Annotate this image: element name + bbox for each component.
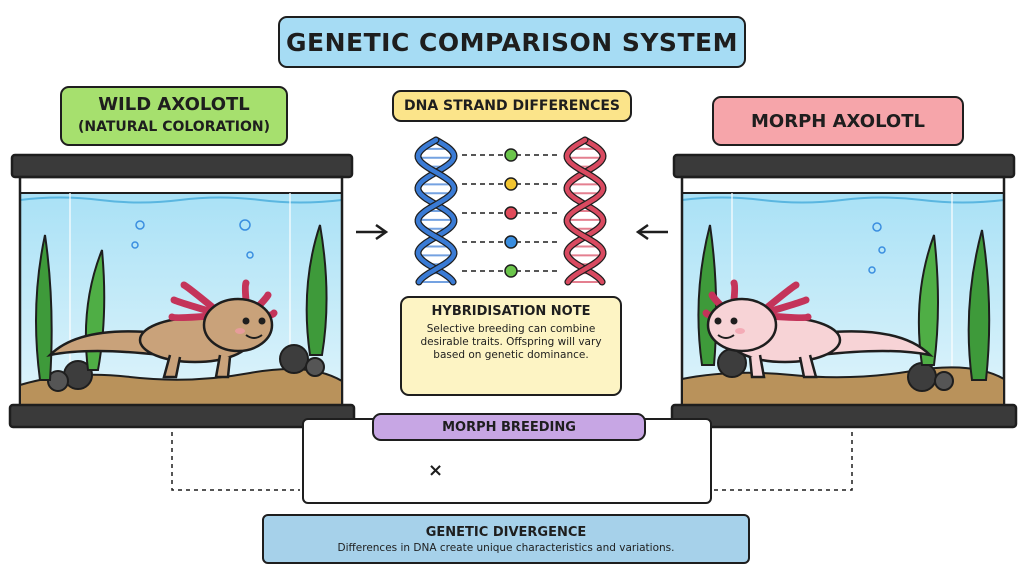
arrow-left-icon [635, 223, 668, 241]
axolotl-eye [714, 317, 722, 325]
dna-marker-dot [504, 235, 518, 249]
axolotl-leg [748, 354, 766, 379]
bubble [246, 251, 254, 259]
water-surface [681, 196, 1005, 204]
bubble [868, 266, 876, 274]
hybridisation-note-body: Selective breeding can combine desirable… [420, 323, 602, 361]
dna-strand [415, 137, 457, 285]
page-title: GENETIC COMPARISON SYSTEM [278, 16, 746, 68]
dashed-connector-right [714, 432, 853, 491]
wild-aquarium [8, 153, 356, 429]
rock [934, 371, 954, 391]
bubble [239, 219, 251, 231]
dna-differences-title: DNA STRAND DIFFERENCES [403, 98, 620, 114]
axolotl-cheek [235, 328, 245, 334]
dna-helix-right [563, 136, 607, 286]
wild-axolotl-label: WILD AXOLOTL (NATURAL COLORATION) [60, 86, 288, 146]
plant [305, 224, 328, 356]
morph-breeding-title: MORPH BREEDING [442, 419, 576, 435]
axolotl-eye [242, 317, 250, 325]
axolotl-tail [46, 330, 162, 358]
wild-axolotl-title: WILD AXOLOTL [98, 94, 250, 115]
morph-axolotl-label: MORPH AXOLOTL [712, 96, 964, 146]
axolotl-eye [258, 317, 266, 325]
plant [967, 229, 991, 381]
tank-base [8, 403, 356, 429]
axolotl-eye [730, 317, 738, 325]
tank-lid [10, 153, 354, 179]
bubble [878, 246, 886, 254]
dna-strand [415, 137, 457, 285]
axolotl-cheek [735, 328, 745, 334]
wild-axolotl-subtitle: (NATURAL COLORATION) [78, 119, 270, 135]
rock [907, 362, 937, 392]
bubble [135, 220, 145, 230]
axolotl-tail [818, 330, 934, 358]
morph-axolotl-title: MORPH AXOLOTL [751, 110, 925, 132]
morph-axolotl-illustration [702, 279, 934, 379]
axolotl-leg [162, 354, 182, 379]
dna-differences-label: DNA STRAND DIFFERENCES [392, 90, 632, 122]
dna-marker-dot [504, 264, 518, 278]
bubble [872, 222, 882, 232]
axolotl-head [202, 297, 274, 353]
hybridisation-note: HYBRIDISATION NOTE Selective breeding ca… [400, 296, 622, 396]
dna-helix-left [414, 136, 458, 286]
wild-axolotl-illustration [46, 279, 278, 379]
genetic-divergence-box: GENETIC DIVERGENCE Differences in DNA cr… [262, 514, 750, 564]
axolotl-smile [245, 334, 263, 339]
axolotl-head [706, 297, 778, 353]
dna-marker-dot [504, 206, 518, 220]
genetic-divergence-body: Differences in DNA create unique charact… [337, 541, 675, 554]
dashed-connector-left [171, 432, 300, 491]
water-surface [19, 196, 343, 204]
dna-marker-dot [504, 148, 518, 162]
cross-symbol: × [428, 460, 444, 481]
tank-base [670, 403, 1018, 429]
dna-marker-dot [504, 177, 518, 191]
axolotl-leg [214, 354, 232, 379]
axolotl-smile [717, 334, 735, 339]
axolotl-leg [798, 354, 818, 379]
rock [305, 357, 325, 377]
plant [917, 234, 939, 366]
dna-difference-markers [462, 148, 560, 278]
genetic-divergence-title: GENETIC DIVERGENCE [425, 524, 587, 540]
page-title-text: GENETIC COMPARISON SYSTEM [286, 27, 738, 57]
morph-breeding-label: MORPH BREEDING [372, 413, 646, 441]
plant [35, 234, 53, 381]
arrow-right-icon [356, 223, 389, 241]
rock [279, 344, 309, 374]
bubble [131, 241, 139, 249]
morph-aquarium [670, 153, 1018, 429]
dna-strand [564, 137, 606, 285]
hybridisation-note-title: HYBRIDISATION NOTE [431, 304, 591, 319]
tank-lid [672, 153, 1016, 179]
dna-strand [564, 137, 606, 285]
